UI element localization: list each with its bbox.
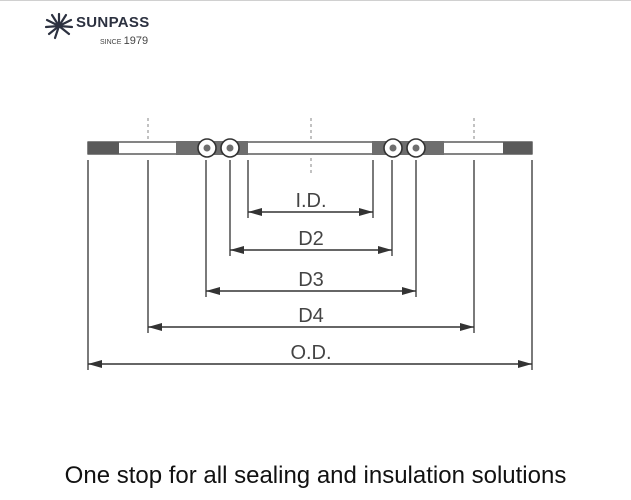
brand-logo[interactable]: SUNPASS SINCE 1979 [44, 10, 174, 50]
label-d2: D2 [298, 228, 324, 250]
dimension-arrows [88, 208, 532, 368]
gasket-section [87, 138, 533, 158]
center-marks [147, 118, 475, 176]
since-year: 1979 [123, 35, 149, 47]
sunburst-logo-icon [44, 12, 74, 40]
gasket-baseline [87, 141, 533, 155]
seal-rings [197, 138, 426, 158]
label-od: O.D. [290, 342, 331, 364]
since-prefix: SINCE [100, 39, 122, 46]
label-d4: D4 [298, 305, 324, 327]
extension-lines [87, 160, 533, 370]
brand-since: SINCE 1979 [100, 35, 148, 47]
label-id: I.D. [295, 190, 326, 212]
outer-ring-right [503, 142, 532, 154]
brand-name: SUNPASS [76, 14, 150, 31]
tagline: One stop for all sealing and insulation … [64, 462, 567, 489]
top-divider [0, 0, 631, 1]
outer-ring-left [88, 142, 119, 154]
label-d3: D3 [298, 269, 324, 291]
